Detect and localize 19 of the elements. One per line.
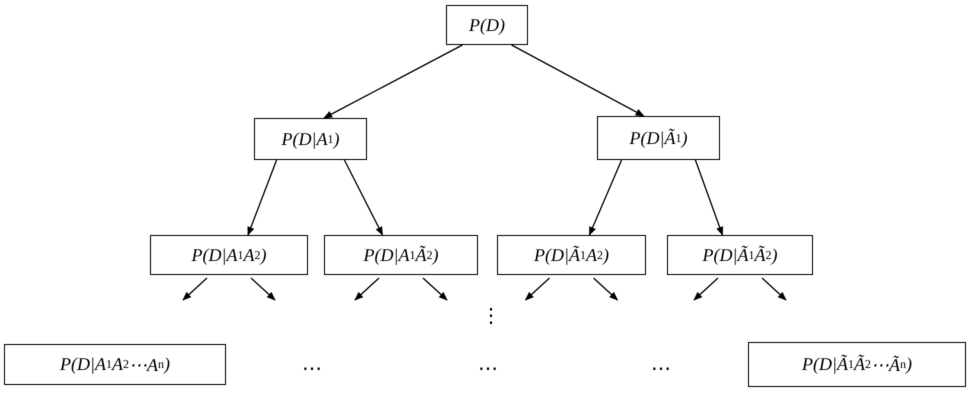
arrow bbox=[762, 278, 787, 301]
arrow bbox=[693, 278, 718, 301]
arrow bbox=[588, 160, 622, 236]
arrow bbox=[511, 44, 645, 117]
arrow bbox=[182, 278, 208, 301]
arrow bbox=[422, 278, 448, 301]
ellipsis: ⋯ bbox=[651, 359, 671, 379]
vertical-ellipsis: ⋮ bbox=[481, 306, 501, 326]
arrow bbox=[593, 278, 618, 301]
arrow bbox=[694, 160, 724, 236]
arrow bbox=[354, 278, 380, 301]
formula-box: P(D) bbox=[446, 5, 528, 45]
ellipsis: ⋯ bbox=[478, 359, 498, 379]
arrow bbox=[524, 278, 550, 301]
arrow bbox=[323, 44, 463, 119]
arrow bbox=[247, 160, 278, 236]
arrow bbox=[344, 160, 384, 236]
ellipsis: ⋯ bbox=[302, 359, 322, 379]
arrow bbox=[250, 278, 276, 301]
